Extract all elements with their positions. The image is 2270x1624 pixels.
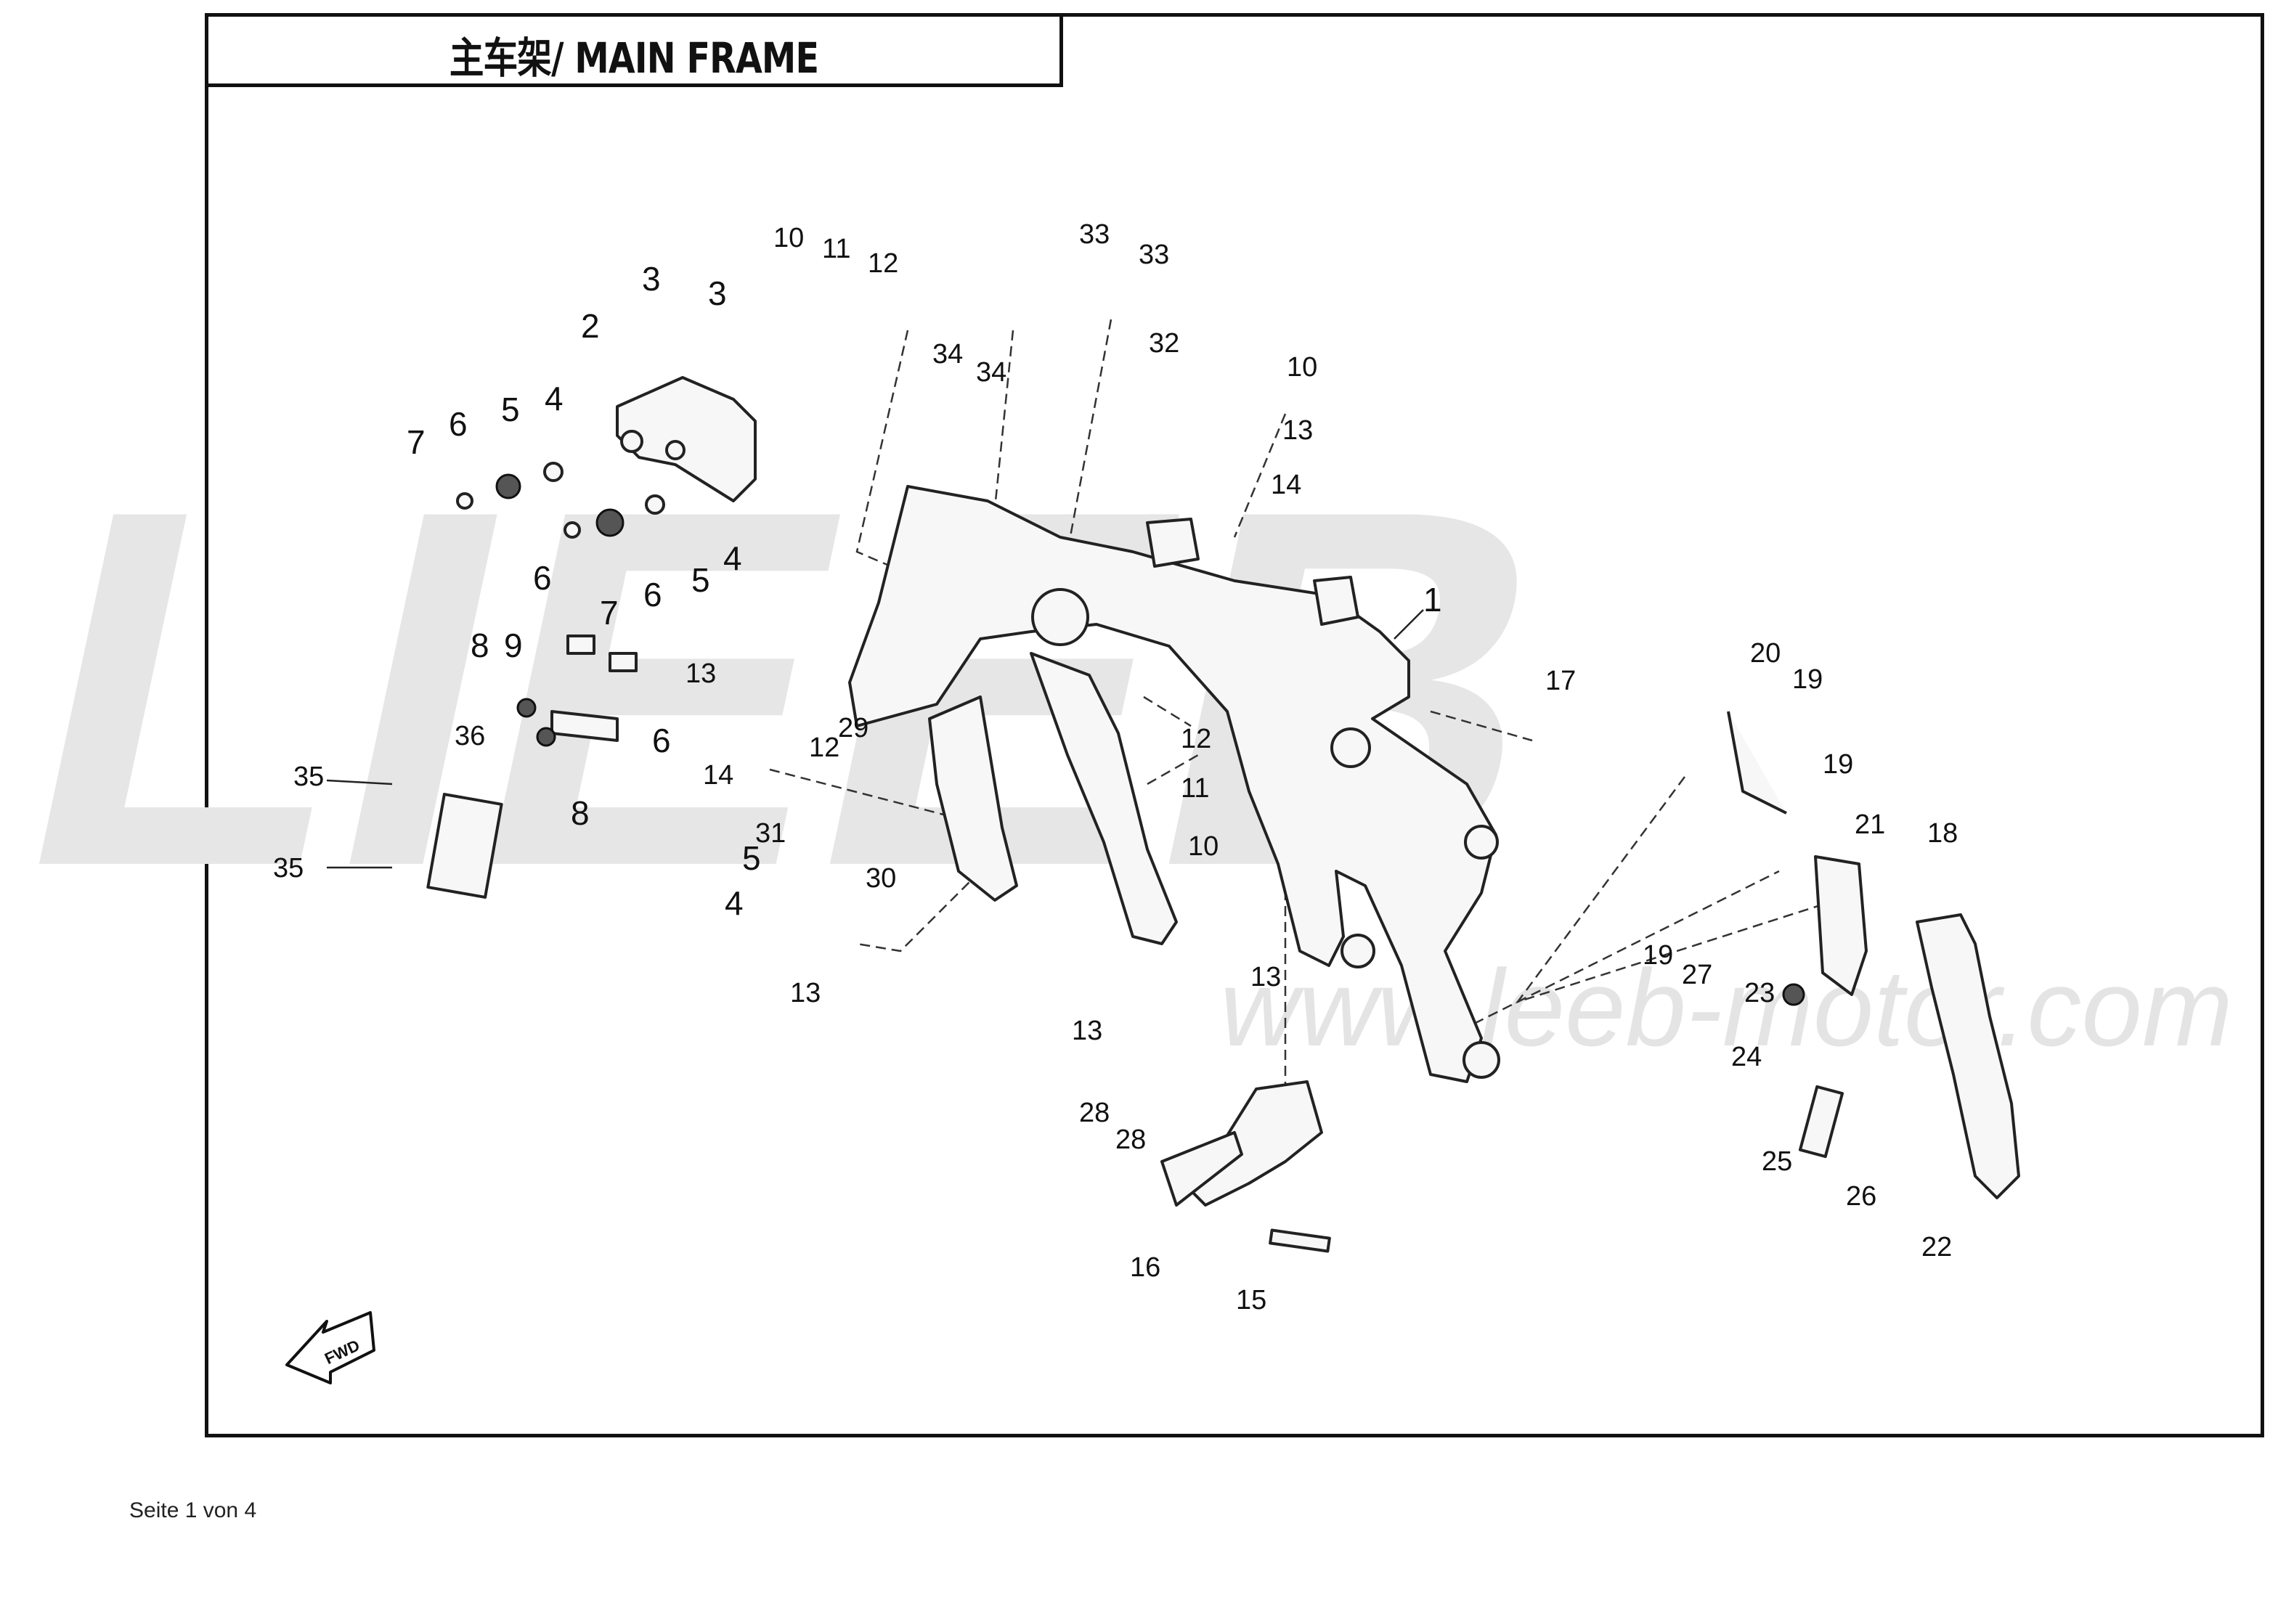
- callout-10c: 10: [1188, 831, 1219, 862]
- callout-2: 2: [581, 307, 600, 345]
- callout-4c: 4: [725, 884, 744, 922]
- callout-1: 1: [1423, 581, 1442, 619]
- callout-11b: 11: [1181, 773, 1209, 804]
- callout-28b: 28: [1115, 1125, 1146, 1155]
- callout-10: 10: [773, 223, 804, 253]
- callout-33: 33: [1079, 219, 1110, 250]
- callout-10b: 10: [1287, 352, 1317, 383]
- leader-lines: [326, 609, 1424, 869]
- callout-14b: 14: [703, 760, 733, 791]
- callout-4: 4: [545, 380, 564, 417]
- callout-36: 36: [455, 721, 485, 751]
- callout-14: 14: [1271, 470, 1301, 500]
- callout-34b: 34: [976, 357, 1006, 388]
- callout-13b: 13: [686, 658, 716, 689]
- callout-12b: 12: [1181, 724, 1211, 754]
- callout-8b: 8: [571, 794, 590, 832]
- callout-18: 18: [1927, 818, 1958, 849]
- callout-34: 34: [932, 339, 963, 370]
- callout-31: 31: [755, 818, 786, 849]
- callout-6b: 6: [643, 576, 662, 613]
- callout-12c: 12: [809, 733, 839, 763]
- callout-9: 9: [504, 627, 523, 664]
- callout-27: 27: [1682, 960, 1712, 990]
- main-frame-part: [848, 485, 1500, 1083]
- assembly-lines: [769, 319, 1860, 1089]
- callout-33b: 33: [1139, 240, 1169, 270]
- callout-30: 30: [866, 863, 896, 894]
- watermark-url: www.leeb-motor.com: [1220, 947, 2233, 1069]
- callout-35b: 35: [273, 853, 304, 884]
- callout-8: 8: [471, 627, 489, 664]
- callout-3: 3: [642, 260, 661, 298]
- diagram-border: [205, 13, 2264, 1437]
- callout-4b: 4: [723, 539, 742, 577]
- callout-21: 21: [1855, 809, 1885, 840]
- callout-6: 6: [449, 405, 468, 443]
- callout-7: 7: [407, 423, 426, 461]
- callout-26: 26: [1846, 1181, 1876, 1212]
- callout-24: 24: [1731, 1042, 1762, 1072]
- callout-19c: 19: [1643, 940, 1673, 971]
- callout-13e: 13: [1072, 1016, 1102, 1046]
- callout-11: 11: [822, 234, 850, 264]
- callout-13c: 13: [790, 978, 821, 1008]
- callout-20: 20: [1750, 638, 1781, 669]
- front-bracket-assembly: [426, 376, 757, 899]
- callout-23: 23: [1744, 978, 1775, 1008]
- footrest-bracket: [1160, 1080, 1331, 1253]
- callout-12: 12: [868, 248, 898, 279]
- callout-5: 5: [501, 391, 520, 428]
- callout-5c: 5: [742, 839, 761, 877]
- callout-22: 22: [1921, 1232, 1952, 1262]
- callout-32: 32: [1149, 328, 1179, 359]
- side-stand-assembly: [1727, 711, 2020, 1199]
- callout-6d: 6: [652, 722, 671, 759]
- page-counter: Seite 1 von 4: [129, 1498, 257, 1522]
- callout-28: 28: [1079, 1098, 1110, 1128]
- callout-16: 16: [1130, 1252, 1160, 1283]
- fwd-arrow-icon: FWD: [285, 1311, 375, 1384]
- callout-3b: 3: [708, 274, 727, 312]
- title-box: 主车架/ MAIN FRAME: [205, 13, 1063, 87]
- callout-15: 15: [1236, 1285, 1266, 1315]
- callout-13: 13: [1282, 415, 1313, 446]
- callout-35: 35: [293, 762, 324, 792]
- callout-25: 25: [1762, 1146, 1792, 1177]
- page-title: 主车架/ MAIN FRAME: [449, 33, 819, 83]
- callout-numbers: 1 2 3 3 4 4 4 5 5 5 6 6 6 6 7 7 8 8 9 10…: [273, 219, 1958, 1315]
- callout-19: 19: [1792, 664, 1823, 695]
- callout-19b: 19: [1823, 749, 1853, 780]
- callout-5b: 5: [691, 561, 710, 599]
- callout-6c: 6: [533, 559, 552, 597]
- callout-7b: 7: [600, 594, 619, 632]
- callout-13d: 13: [1250, 962, 1281, 992]
- callout-17: 17: [1545, 666, 1576, 696]
- callout-29: 29: [838, 713, 868, 743]
